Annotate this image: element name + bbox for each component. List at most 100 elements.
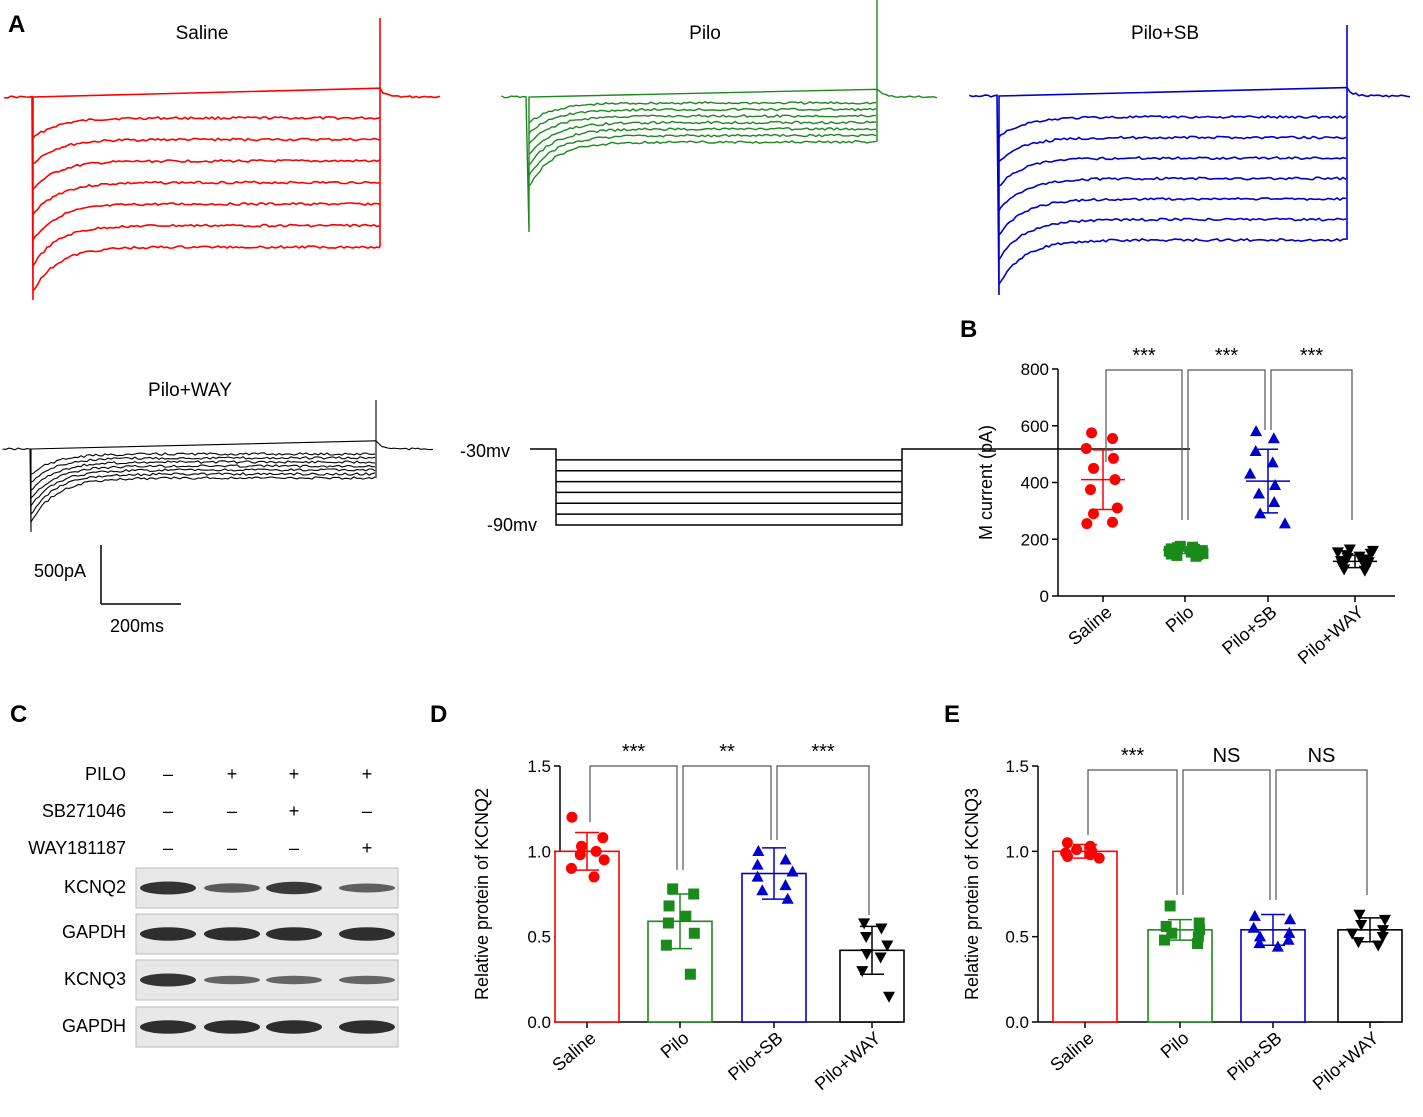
panel-letter-a: A	[8, 11, 25, 38]
significance-label: ***	[1215, 345, 1239, 367]
data-point	[1343, 544, 1356, 556]
data-point	[1194, 924, 1206, 936]
blot-band	[266, 927, 322, 941]
data-point	[688, 927, 700, 939]
data-point	[1160, 920, 1172, 932]
data-point	[598, 854, 610, 866]
data-point	[786, 865, 799, 877]
blot-sign: –	[362, 801, 372, 821]
blot-sign: +	[362, 764, 373, 784]
data-point	[1253, 930, 1267, 942]
data-point	[1107, 452, 1119, 464]
significance-label: ***	[1300, 345, 1324, 367]
trace-sweep	[998, 237, 1347, 285]
y-tick-label: 1.5	[1005, 757, 1029, 776]
data-point	[662, 917, 674, 929]
data-point	[1338, 564, 1351, 576]
blot-band	[204, 1020, 260, 1034]
y-tick-label: 600	[1021, 417, 1049, 436]
blot-sign: +	[289, 801, 300, 821]
data-point	[860, 949, 873, 961]
significance-bracket	[589, 765, 678, 870]
data-point	[663, 900, 675, 912]
bar	[1052, 850, 1118, 1023]
significance-bracket	[776, 765, 870, 915]
trace-sweep	[528, 120, 877, 155]
data-point	[565, 862, 577, 874]
data-point	[680, 910, 692, 922]
data-point	[781, 892, 794, 904]
blot-band	[266, 881, 322, 895]
data-point	[1071, 844, 1083, 856]
blot-band	[204, 927, 260, 941]
panel-letter-c: C	[10, 701, 27, 728]
blot-sign: –	[227, 801, 237, 821]
data-point	[660, 939, 672, 951]
data-point	[1282, 933, 1295, 945]
data-point	[751, 870, 764, 882]
significance-bracket	[1182, 769, 1271, 900]
blot-sign: +	[362, 838, 373, 858]
blot-band	[339, 883, 395, 893]
x-tick-label: Pilo	[1157, 1028, 1193, 1063]
data-point	[1266, 456, 1279, 468]
significance-label: ***	[622, 741, 646, 763]
x-tick-label: Pilo+SB	[1218, 602, 1280, 659]
data-point	[779, 853, 792, 865]
trace-sweep	[32, 223, 381, 267]
data-point	[1346, 928, 1359, 940]
y-tick-label: 0	[1040, 587, 1049, 606]
data-point	[576, 840, 588, 852]
bar	[554, 850, 620, 1023]
data-point	[688, 888, 700, 900]
data-point	[1250, 425, 1263, 437]
trace-pilo-way	[2, 400, 434, 533]
data-point	[1376, 925, 1390, 937]
data-point	[1284, 913, 1297, 925]
data-point	[1190, 550, 1202, 562]
significance-label: NS	[1213, 745, 1241, 767]
blot-row-label-sb: SB271046	[42, 801, 126, 821]
data-point	[1372, 940, 1385, 952]
data-point	[1088, 462, 1100, 474]
data-point	[1331, 547, 1344, 559]
blot-band	[339, 927, 395, 941]
blot-row-label-pilo: PILO	[85, 764, 126, 784]
trace-title-saline: Saline	[176, 23, 229, 44]
trace-sweep	[998, 217, 1347, 260]
trace-sweep	[30, 468, 376, 507]
trace-sweep	[32, 137, 381, 165]
data-point	[1271, 940, 1284, 952]
data-point	[1193, 917, 1205, 929]
trace-sweep	[30, 452, 376, 475]
data-point	[1252, 487, 1265, 499]
data-point	[1278, 517, 1291, 529]
y-axis-label: Relative protein of KCNQ3	[962, 788, 982, 1000]
y-tick-label: 0.0	[1005, 1013, 1029, 1032]
data-point	[1355, 920, 1368, 932]
data-point	[1283, 926, 1296, 938]
data-point	[1093, 852, 1105, 864]
data-point	[667, 883, 679, 895]
protocol-hold-label: -30mv	[460, 441, 510, 461]
data-point	[1086, 427, 1098, 439]
data-point	[1166, 927, 1178, 939]
data-point	[882, 991, 896, 1003]
data-point	[1164, 900, 1176, 912]
data-point	[875, 923, 888, 935]
data-point	[779, 879, 792, 891]
significance-bracket	[1087, 769, 1178, 895]
trace-sweep	[30, 476, 376, 523]
blot-band-label-gapdh-2: GAPDH	[62, 1016, 126, 1036]
significance-bracket	[1187, 369, 1266, 520]
trace-sweep	[32, 180, 381, 215]
trace-baseline	[4, 87, 441, 301]
blot-band	[204, 883, 260, 893]
trace-pilo-sb	[969, 25, 1411, 296]
blot-band	[204, 975, 260, 985]
significance-label: ***	[1121, 745, 1145, 767]
data-point	[860, 931, 873, 943]
trace-baseline	[969, 86, 1411, 296]
trace-pilo	[501, 0, 938, 233]
